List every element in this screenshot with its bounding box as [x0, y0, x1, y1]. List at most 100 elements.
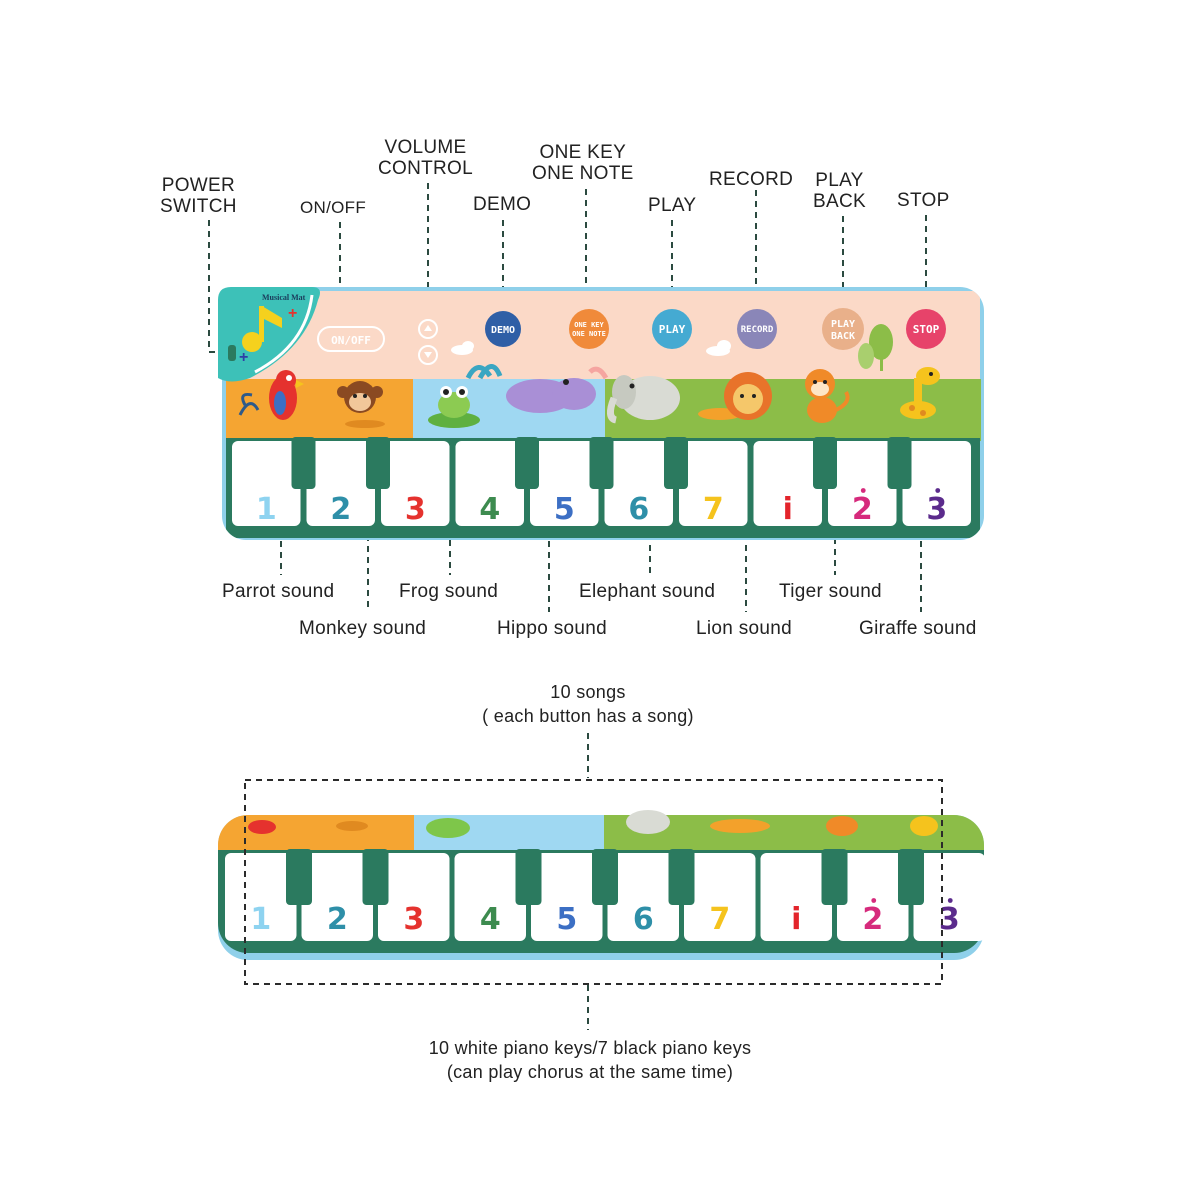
key-note-label: 3	[405, 492, 426, 527]
volume-down-button[interactable]	[418, 345, 438, 365]
hippo-sound-label: Hippo sound	[497, 618, 607, 639]
play-back-button[interactable]: PLAY BACK	[822, 308, 864, 350]
parrot-icon	[238, 370, 304, 420]
elephant-icon	[607, 375, 680, 424]
svg-text:ON/OFF: ON/OFF	[331, 334, 371, 347]
on-off-label: ON/OFF	[300, 198, 367, 217]
white-key-4[interactable]	[454, 853, 527, 941]
lion-sound-label: Lion sound	[696, 618, 792, 639]
black-key-1[interactable]	[291, 437, 316, 489]
white-key-8[interactable]	[760, 853, 833, 941]
monkey-sound-label: Monkey sound	[299, 618, 427, 639]
white-key-3[interactable]	[378, 853, 450, 941]
monkey-icon	[336, 821, 368, 831]
white-key-1[interactable]	[232, 441, 301, 526]
lion-icon	[698, 372, 772, 420]
key-note-label: 2	[330, 492, 351, 527]
white-key-5[interactable]	[531, 853, 603, 941]
tiger-sound-label: Tiger sound	[779, 581, 882, 602]
white-key-7[interactable]	[684, 853, 756, 941]
lion-icon	[710, 819, 770, 833]
key-note-label: 3	[403, 902, 424, 937]
black-key-5[interactable]	[664, 437, 688, 489]
white-key-2[interactable]	[301, 853, 374, 941]
svg-text:ONE NOTE: ONE NOTE	[572, 330, 606, 338]
frog-icon	[426, 818, 470, 838]
black-key-3[interactable]	[515, 437, 539, 489]
keys-bracket	[244, 779, 943, 985]
volume-up-button[interactable]	[418, 319, 438, 339]
play-button[interactable]: PLAY	[652, 309, 692, 349]
white-key-9[interactable]	[828, 441, 897, 526]
key-note-label: 1	[250, 902, 271, 937]
tiger-icon	[805, 369, 850, 423]
key-note-label: 7	[709, 902, 730, 937]
key-note-label: 6	[628, 492, 649, 527]
stop-button[interactable]: STOP	[906, 309, 946, 349]
piano-keys-label: 10 white piano keys/7 black piano keys(c…	[428, 1038, 752, 1082]
black-key-7[interactable]	[887, 437, 912, 489]
svg-text:BACK: BACK	[831, 331, 855, 342]
key-note-label: 2	[852, 492, 873, 527]
hippo-icon	[465, 364, 609, 413]
white-key-10[interactable]	[902, 441, 972, 526]
key-note-label: 6	[633, 902, 654, 937]
volume-control[interactable]	[418, 319, 438, 365]
tree-icon	[858, 324, 893, 371]
white-key-5[interactable]	[530, 441, 599, 526]
white-key-1[interactable]	[225, 853, 297, 941]
one-key-one-note-button[interactable]: ONE KEY ONE NOTE	[569, 309, 609, 349]
black-key-1[interactable]	[286, 849, 312, 905]
key-note-label: 4	[480, 902, 501, 937]
record-button[interactable]: RECORD	[737, 309, 777, 349]
black-key-4[interactable]	[589, 437, 614, 489]
svg-text:+: +	[239, 349, 248, 366]
white-key-7[interactable]	[679, 441, 748, 526]
volume-down-icon	[424, 352, 432, 358]
key-note-label: 5	[556, 902, 577, 937]
black-key-6[interactable]	[813, 437, 837, 489]
white-key-4[interactable]	[455, 441, 525, 526]
black-key-3[interactable]	[515, 849, 542, 905]
white-key-6[interactable]	[604, 441, 674, 526]
high-octave-dot	[871, 898, 877, 903]
key-note-label: i	[791, 902, 801, 937]
demo-button[interactable]: DEMO	[485, 311, 521, 347]
high-octave-dot	[860, 488, 866, 493]
svg-text:DEMO: DEMO	[491, 325, 515, 336]
white-key-2[interactable]	[306, 441, 376, 526]
key-note-label: 7	[703, 492, 724, 527]
music-note-icon	[242, 306, 282, 352]
parrot-icon	[248, 820, 276, 834]
play-label: PLAY	[648, 195, 697, 216]
high-octave-dot	[935, 488, 941, 493]
svg-text:ONE KEY: ONE KEY	[574, 321, 604, 329]
key-note-label: 4	[479, 492, 500, 527]
white-key-6[interactable]	[607, 853, 680, 941]
on-off-button[interactable]: ON/OFF	[317, 326, 385, 352]
black-key-2[interactable]	[362, 849, 389, 905]
key-note-label: 2	[327, 902, 348, 937]
songs-label: 10 songs( each button has a song)	[482, 682, 694, 726]
white-key-9[interactable]	[837, 853, 909, 941]
black-key-4[interactable]	[592, 849, 618, 905]
white-key-8[interactable]	[753, 441, 823, 526]
black-key-2[interactable]	[366, 437, 390, 489]
black-key-7[interactable]	[898, 849, 924, 905]
svg-text:PLAY: PLAY	[659, 323, 686, 336]
volume-up-icon	[424, 325, 432, 331]
giraffe-icon	[900, 367, 940, 419]
black-key-6[interactable]	[821, 849, 848, 905]
white-key-10[interactable]	[913, 853, 986, 941]
parrot-sound-label: Parrot sound	[222, 581, 335, 602]
white-key-3[interactable]	[381, 441, 450, 526]
black-key-5[interactable]	[668, 849, 695, 905]
svg-text:RECORD: RECORD	[741, 325, 774, 335]
brand-badge: Musical Mat + +	[218, 287, 320, 382]
power-switch[interactable]	[228, 345, 236, 361]
